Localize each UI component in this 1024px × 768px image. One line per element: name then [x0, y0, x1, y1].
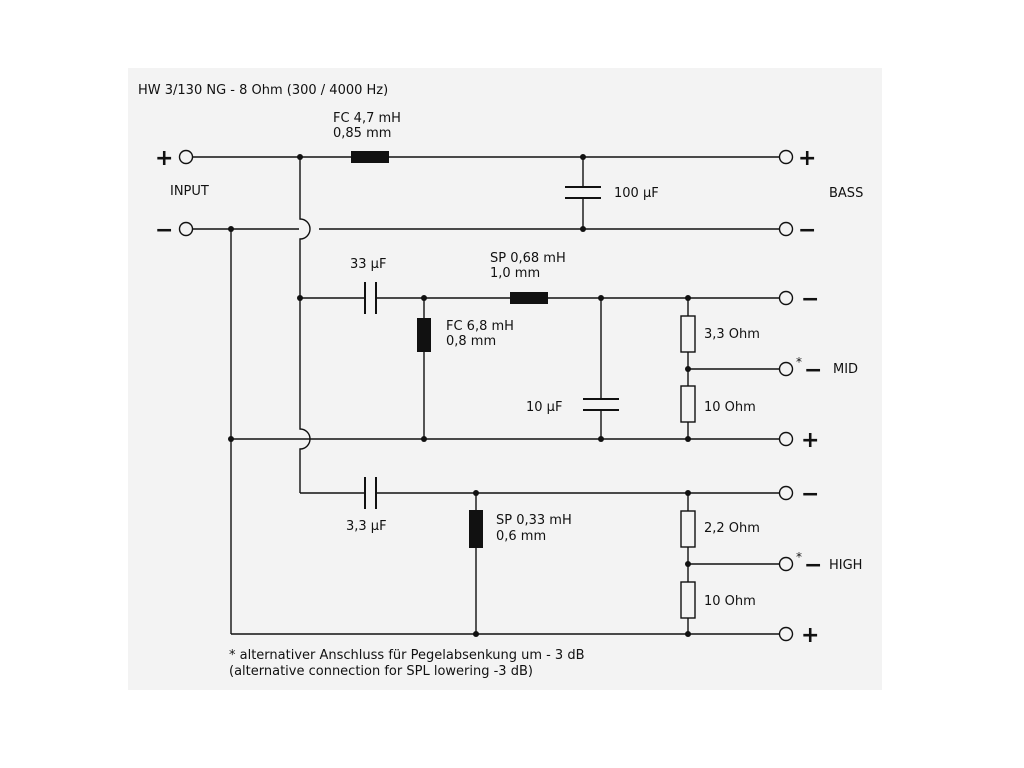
terminals — [178, 149, 794, 642]
fc-bass-label-line1: FC 4,7 mH — [333, 111, 401, 126]
high-alt-marker: * — [796, 550, 802, 564]
c-mid-shunt-label: 10 µF — [526, 400, 562, 415]
junction-dot — [685, 295, 691, 301]
fc-mid-label-line2: 0,8 mm — [446, 334, 496, 349]
inductor-sp-high — [469, 510, 483, 548]
input-minus-symbol: − — [155, 218, 173, 243]
capacitor-mid-shunt — [583, 398, 619, 411]
resistor-mid-bottom — [680, 385, 696, 423]
junction-dot — [685, 436, 691, 442]
capacitor-high-series — [364, 477, 377, 509]
inductor-sp-mid — [510, 292, 548, 304]
terminal-bass-plus — [778, 149, 794, 165]
junction-dot — [580, 226, 586, 232]
terminal-input-plus — [178, 149, 194, 165]
junction-dot — [598, 436, 604, 442]
c-mid-series-label: 33 µF — [350, 257, 386, 272]
resistor-high-bottom — [680, 581, 696, 619]
mid-label: MID — [833, 362, 858, 377]
sp-high-label-line2: 0,6 mm — [496, 529, 546, 544]
junction-dot — [297, 295, 303, 301]
schematic-sheet — [128, 68, 882, 690]
mid-minus-symbol: − — [801, 287, 819, 312]
high-alt-minus-symbol: − — [804, 553, 822, 578]
wire-plus-vertical — [299, 157, 311, 493]
high-label: HIGH — [829, 558, 862, 573]
sp-high-label-line1: SP 0,33 mH — [496, 513, 572, 528]
junction-dot — [598, 295, 604, 301]
sp-mid-label-line2: 1,0 mm — [490, 266, 540, 281]
resistor-mid-top — [680, 315, 696, 353]
fc-mid-label-line1: FC 6,8 mH — [446, 319, 514, 334]
terminal-high-minus — [778, 485, 794, 501]
junction-dot — [685, 561, 691, 567]
inductor-fc-mid — [417, 318, 431, 352]
junction-dot — [685, 631, 691, 637]
bass-minus-symbol: − — [798, 218, 816, 243]
capacitor-mid-series — [364, 282, 377, 314]
junction-dot — [685, 490, 691, 496]
fc-bass-label-line2: 0,85 mm — [333, 126, 391, 141]
junction-dot — [421, 295, 427, 301]
mid-plus-symbol: + — [801, 428, 819, 453]
terminal-mid-alt — [778, 361, 794, 377]
bass-label: BASS — [829, 186, 863, 201]
c-bass-label: 100 µF — [614, 186, 659, 201]
input-plus-symbol: + — [155, 146, 173, 171]
junction-dot — [473, 490, 479, 496]
footnote-line1: * alternativer Anschluss für Pegelabsenk… — [229, 648, 585, 663]
junction-dot — [228, 226, 234, 232]
junction-dot — [685, 366, 691, 372]
terminal-high-alt — [778, 556, 794, 572]
r-mid-bottom-label: 10 Ohm — [704, 400, 756, 415]
junction-dot — [228, 436, 234, 442]
high-plus-symbol: + — [801, 623, 819, 648]
terminal-high-plus — [778, 626, 794, 642]
sp-mid-label-line1: SP 0,68 mH — [490, 251, 566, 266]
capacitor-bass — [565, 186, 601, 199]
r-high-bottom-label: 10 Ohm — [704, 594, 756, 609]
junction-dot — [421, 436, 427, 442]
mid-alt-minus-symbol: − — [804, 358, 822, 383]
junction-dot — [297, 154, 303, 160]
c-high-series-label: 3,3 µF — [346, 519, 387, 534]
bass-plus-symbol: + — [798, 146, 816, 171]
schematic-title: HW 3/130 NG - 8 Ohm (300 / 4000 Hz) — [138, 83, 388, 98]
junctions — [228, 154, 691, 637]
terminal-bass-minus — [778, 221, 794, 237]
high-minus-symbol: − — [801, 482, 819, 507]
r-mid-top-label: 3,3 Ohm — [704, 327, 760, 342]
mid-alt-marker: * — [796, 355, 802, 369]
junction-dot — [473, 631, 479, 637]
resistor-high-top — [680, 510, 696, 548]
terminal-input-minus — [178, 221, 194, 237]
terminal-mid-minus — [778, 290, 794, 306]
input-label: INPUT — [170, 184, 209, 199]
footnote-line2: (alternative connection for SPL lowering… — [229, 664, 533, 679]
junction-dot — [580, 154, 586, 160]
inductor-fc-bass — [351, 151, 389, 163]
r-high-top-label: 2,2 Ohm — [704, 521, 760, 536]
terminal-mid-plus — [778, 431, 794, 447]
